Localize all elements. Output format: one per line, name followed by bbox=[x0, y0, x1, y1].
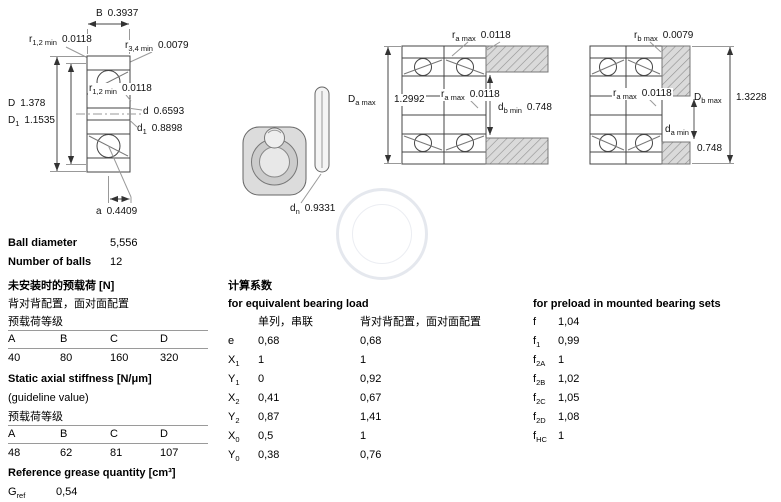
preload-table-subtitle: 背对背配置，面对面配置 bbox=[8, 298, 129, 310]
preload-value-a: 40 bbox=[8, 352, 21, 364]
preload-factor-value: 1 bbox=[558, 430, 565, 442]
preload-header-c: C bbox=[110, 333, 118, 345]
preload-header-b: B bbox=[60, 333, 68, 345]
calc-row-value1: 0,41 bbox=[258, 392, 280, 404]
dim-Da-max-label: Da max bbox=[348, 94, 376, 107]
calc-row-value2: 1,41 bbox=[360, 411, 382, 423]
dim-Db-max-value: 1.3228 bbox=[736, 92, 767, 103]
dim-da-min-value: 0.748 bbox=[697, 143, 723, 154]
calc-col2-header: 背对背配置，面对面配置 bbox=[360, 316, 481, 328]
calc-row-label: Y2 bbox=[228, 411, 240, 426]
stiffness-table-subtitle: (guideline value) bbox=[8, 392, 89, 404]
watermark-stamp bbox=[336, 188, 428, 280]
preload-factor-value: 1,05 bbox=[558, 392, 580, 404]
stiffness-header-a: A bbox=[8, 428, 16, 440]
preload-value-b: 80 bbox=[60, 352, 73, 364]
calc-row-value1: 0,68 bbox=[258, 335, 280, 347]
calc-row-value2: 0,92 bbox=[360, 373, 382, 385]
stiffness-table-header-row: A B C D bbox=[8, 425, 208, 444]
face-to-face-mounting-drawing bbox=[589, 41, 734, 165]
stiffness-table-value-row: 48 62 81 107 bbox=[8, 447, 208, 461]
grease-value: 0,54 bbox=[56, 486, 78, 498]
preload-factor-label: f2D bbox=[533, 411, 546, 426]
number-of-balls-label: Number of balls bbox=[8, 256, 92, 268]
preload-header-d: D bbox=[160, 333, 168, 345]
calc-row-value2: 0,68 bbox=[360, 335, 382, 347]
dim-Db-max-label: Db max bbox=[694, 92, 722, 105]
dim-da-min-label: da min bbox=[664, 124, 690, 137]
preload-factor-label: f2A bbox=[533, 354, 546, 369]
preload-factor-label: f bbox=[533, 316, 537, 328]
calc-row-label: Y0 bbox=[228, 449, 240, 464]
stiffness-value-b: 62 bbox=[60, 447, 73, 459]
calc-row-value1: 1 bbox=[258, 354, 265, 366]
stiffness-class-label: 预载荷等级 bbox=[8, 411, 63, 423]
preload-factor-value: 1,04 bbox=[558, 316, 580, 328]
calc-row-value1: 0,5 bbox=[258, 430, 274, 442]
preload-factors-title: for preload in mounted bearing sets bbox=[533, 298, 721, 310]
preload-factor-label: f2C bbox=[533, 392, 546, 407]
stiffness-value-d: 107 bbox=[160, 447, 179, 459]
calc-factors-title: 计算系数 bbox=[228, 280, 272, 292]
ball-diameter-label: Ball diameter bbox=[8, 237, 78, 249]
stiffness-table-title: Static axial stiffness [N/μm] bbox=[8, 373, 152, 385]
stiffness-value-a: 48 bbox=[8, 447, 21, 459]
grease-label: Gref bbox=[8, 486, 26, 501]
calc-row-value1: 0,38 bbox=[258, 449, 280, 461]
calc-row-label: X2 bbox=[228, 392, 240, 407]
dim-Da-max-value: 1.2992 bbox=[393, 94, 426, 106]
stiffness-header-d: D bbox=[160, 428, 168, 440]
calc-row-label: X0 bbox=[228, 430, 240, 445]
stiffness-header-c: C bbox=[110, 428, 118, 440]
ball-diameter-value: 5,556 bbox=[110, 237, 138, 249]
number-of-balls-value: 12 bbox=[110, 256, 123, 268]
preload-class-label: 预载荷等级 bbox=[8, 316, 63, 328]
preload-factor-label: f2B bbox=[533, 373, 546, 388]
calc-row-label: X1 bbox=[228, 354, 240, 369]
calc-col1-header: 单列，串联 bbox=[258, 316, 313, 328]
stiffness-value-c: 81 bbox=[110, 447, 123, 459]
calc-row-value1: 0 bbox=[258, 373, 265, 385]
preload-factor-label: fHC bbox=[533, 430, 547, 445]
front-view-drawing bbox=[242, 86, 330, 204]
calc-row-value2: 1 bbox=[360, 354, 367, 366]
preload-value-c: 160 bbox=[110, 352, 129, 364]
calc-row-value2: 1 bbox=[360, 430, 367, 442]
calc-row-value2: 0,76 bbox=[360, 449, 382, 461]
calc-row-value2: 0,67 bbox=[360, 392, 382, 404]
preload-table-value-row: 40 80 160 320 bbox=[8, 352, 208, 366]
preload-table-title: 未安装时的预载荷 [N] bbox=[8, 280, 115, 292]
grease-title: Reference grease quantity [cm³] bbox=[8, 467, 176, 479]
preload-factor-value: 1,02 bbox=[558, 373, 580, 385]
calc-row-label: Y1 bbox=[228, 373, 240, 388]
calc-row-value1: 0,87 bbox=[258, 411, 280, 423]
preload-factor-value: 0,99 bbox=[558, 335, 580, 347]
preload-factor-value: 1 bbox=[558, 354, 565, 366]
preload-factor-label: f1 bbox=[533, 335, 541, 350]
preload-table-header-row: A B C D bbox=[8, 330, 208, 349]
calc-factors-subtitle: for equivalent bearing load bbox=[228, 298, 369, 310]
preload-value-d: 320 bbox=[160, 352, 179, 364]
preload-factor-value: 1,08 bbox=[558, 411, 580, 423]
preload-header-a: A bbox=[8, 333, 16, 345]
stiffness-header-b: B bbox=[60, 428, 68, 440]
calc-row-label: e bbox=[228, 335, 235, 347]
